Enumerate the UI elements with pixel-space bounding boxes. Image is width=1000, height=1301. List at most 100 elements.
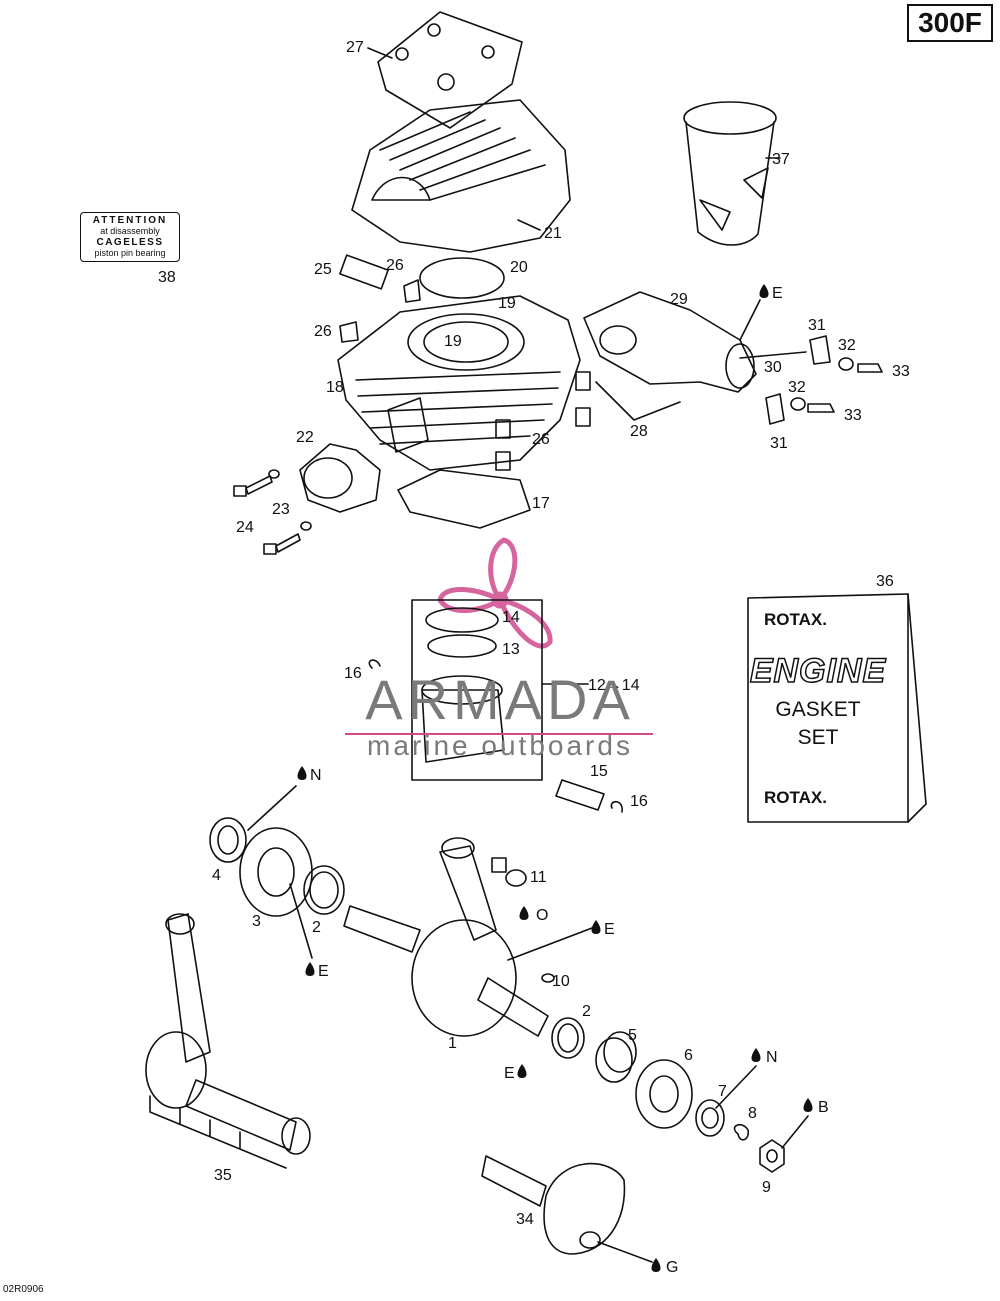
attention-line-3: CAGELESS (96, 237, 164, 248)
head-gasket-part (377, 11, 523, 129)
callout-N: N (310, 767, 322, 784)
locator-part-2 (339, 321, 359, 343)
callout-31: 31 (808, 317, 826, 334)
callout-6: 6 (684, 1047, 693, 1064)
bracket-31-upper (809, 335, 831, 365)
gasket-kit-box (747, 593, 927, 823)
nut-9 (759, 1139, 785, 1173)
callout-3: 3 (252, 913, 261, 930)
block-part-4 (495, 451, 511, 471)
callout-29: 29 (670, 291, 688, 308)
callout-26: 26 (386, 257, 404, 274)
ring-11 (505, 869, 527, 887)
watermark-subtitle: marine outboards (367, 730, 633, 761)
spacer-part (339, 254, 389, 290)
callout-2: 2 (582, 1003, 591, 1020)
callout-12-14: 12→14 (588, 677, 640, 694)
needle-bearing-11 (491, 857, 507, 873)
washer-23-upper (268, 469, 280, 479)
callout-18: 18 (326, 379, 344, 396)
callout-38: 38 (158, 269, 176, 286)
callout-10: 10 (552, 973, 570, 990)
callout-7: 7 (718, 1083, 727, 1100)
crankpin-assembly-35 (145, 913, 311, 1169)
callout-37: 37 (772, 151, 790, 168)
callout-16: 16 (344, 665, 362, 682)
washer-32-upper (838, 357, 854, 371)
callout-32: 32 (788, 379, 806, 396)
callout-17: 17 (532, 495, 550, 512)
callout-13: 13 (502, 641, 520, 658)
callout-19: 19 (444, 333, 462, 350)
piston-kit-box (411, 599, 543, 781)
oil-seal-4 (209, 817, 247, 863)
intake-manifold-part (299, 443, 381, 513)
washer-23-lower (300, 521, 312, 531)
armada-watermark: ARMADA marine outboards (300, 670, 700, 762)
exhaust-manifold-part (583, 291, 757, 393)
ball-bearing-3 (239, 827, 313, 917)
callout-4: 4 (212, 867, 221, 884)
circlip-16-lower (610, 800, 623, 813)
screw-24-lower (263, 533, 301, 555)
callout-26: 26 (314, 323, 332, 340)
callout-34: 34 (516, 1211, 534, 1228)
callout-11: 11 (530, 869, 547, 886)
spring-5 (595, 1031, 637, 1083)
callout-25: 25 (314, 261, 332, 278)
callout-14: 14 (502, 609, 520, 626)
bolt-33-upper (857, 363, 883, 373)
crankshaft-half-34 (481, 1155, 626, 1255)
callout-24: 24 (236, 519, 254, 536)
gasket-kit-label: ROTAX. ENGINE GASKET SET ROTAX. (748, 590, 908, 822)
cylinder-liner-part (683, 101, 777, 246)
callout-5: 5 (628, 1027, 637, 1044)
callout-8: 8 (748, 1105, 757, 1122)
callout-2: 2 (312, 919, 321, 936)
base-gasket-part (397, 469, 531, 529)
circlip-16-upper (368, 659, 381, 669)
attention-line-2: at disassembly (100, 226, 160, 236)
kit-title: ENGINE (749, 651, 887, 691)
callout-35: 35 (214, 1167, 232, 1184)
piston-pin-15 (555, 779, 605, 811)
callout-E: E (318, 963, 329, 980)
callout-B: B (818, 1099, 829, 1116)
callout-O: O (536, 907, 548, 924)
cylinder-head-part (351, 99, 571, 253)
callout-28: 28 (630, 423, 648, 440)
watermark-divider (345, 733, 653, 735)
callout-33: 33 (892, 363, 910, 380)
retaining-ring-2-right (551, 1017, 585, 1059)
kit-brand-top: ROTAX. (764, 610, 827, 629)
attention-label: ATTENTION at disassembly CAGELESS piston… (80, 212, 180, 262)
piston-part (421, 689, 505, 763)
block-part-1 (575, 371, 591, 391)
callout-23: 23 (272, 501, 290, 518)
callout-30: 30 (764, 359, 782, 376)
callout-E: E (504, 1065, 515, 1082)
callout-26: 26 (532, 431, 550, 448)
piston-ring-14 (425, 607, 499, 633)
callout-22: 22 (296, 429, 314, 446)
callout-G: G (666, 1259, 678, 1276)
ball-bearing-6 (635, 1059, 693, 1129)
callout-1: 1 (448, 1035, 457, 1052)
locator-part (403, 279, 421, 303)
retaining-ring-2-left (303, 865, 345, 915)
callout-16: 16 (630, 793, 648, 810)
watermark-title: ARMADA (365, 668, 635, 731)
kit-subtitle-gasket: GASKET (775, 698, 861, 721)
callout-19: 19 (498, 295, 516, 312)
callout-E: E (604, 921, 615, 938)
kit-brand-bottom: ROTAX. (764, 788, 827, 807)
leader-28 (595, 381, 681, 421)
callout-9: 9 (762, 1179, 771, 1196)
callout-32: 32 (838, 337, 856, 354)
oil-drop-icons (297, 284, 813, 1272)
document-code: 02R0906 (3, 1284, 44, 1295)
block-part-2 (575, 407, 591, 427)
